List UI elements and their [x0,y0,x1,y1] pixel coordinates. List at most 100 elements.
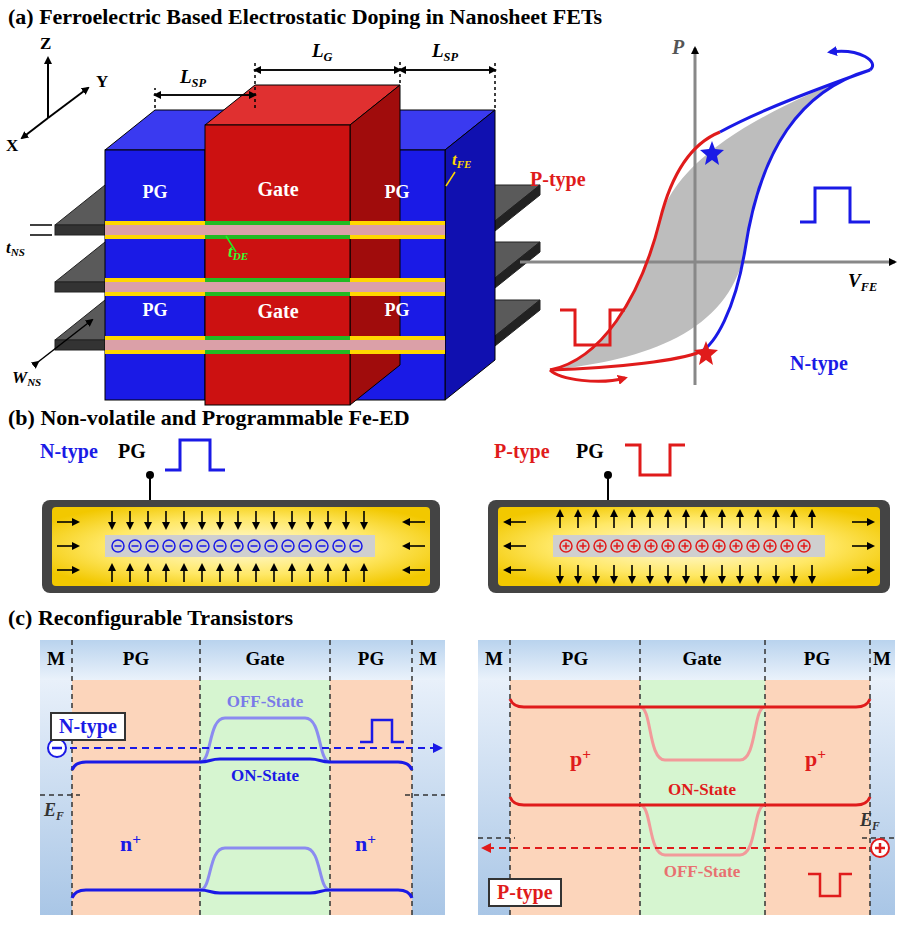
text-label: E [860,810,872,830]
label: LG [312,40,333,64]
label: Z [40,34,51,54]
charge-symbol [662,540,674,552]
charge-symbol [645,540,657,552]
box-text: N-type [59,715,117,737]
polarization-arrow [559,511,561,528]
charge-symbol [701,543,703,550]
polarization-arrow [852,569,873,571]
polarization-arrow [852,521,873,523]
polarization-arrow [309,511,311,528]
polarization-arrow [631,511,633,528]
charge-symbol [628,540,640,552]
text-label: PG [118,440,146,462]
text-label: Gate [257,178,298,200]
charge-symbol [616,543,618,550]
charge-symbol [285,545,292,547]
nanosheet-section [105,225,205,235]
label: tFE [452,150,471,171]
polarization-arrow [255,565,257,582]
text-label: t [228,242,233,261]
label: M [485,648,503,670]
label: PG [385,300,410,321]
text-label: n [355,831,367,856]
charge-symbol [163,540,175,552]
label: P-type [494,440,550,463]
nanosheet [55,340,490,350]
label: WNS [12,368,41,389]
polarization-arrow [273,565,275,582]
label: PG [123,648,149,670]
label: EF [44,800,64,823]
type-box: N-type [50,712,126,741]
dielectric-layer [205,278,350,296]
charge-symbol [183,545,190,547]
label: (a) Ferroelectric Based Electrostatic Do… [8,4,602,29]
nanosheet [490,300,540,350]
text-label: P-type [530,168,586,190]
text-label: L [180,66,192,87]
charge-symbol [149,545,156,547]
superscript: + [132,830,141,847]
superscript: + [582,745,591,762]
polarization-arrow [183,511,185,528]
charge-symbol [599,543,601,550]
nanosheet-section [105,282,205,292]
polarization-arrow [775,565,777,582]
type-box: P-type [488,878,562,907]
text-label: PG [385,300,410,320]
charge-symbol [282,540,294,552]
polarization-arrow [404,545,425,547]
subscript: SP [192,76,206,90]
label: tDE [228,242,248,263]
text-label: PG [143,300,168,320]
charge-symbol [718,543,720,550]
text-label: Z [40,34,51,53]
label: PG [143,300,168,321]
charge-symbol [146,540,158,552]
text-label: P [672,36,684,58]
polarization-arrow [111,565,113,582]
charge-symbol [764,540,776,552]
polarization-arrow [345,511,347,528]
polarization-arrow [309,565,311,582]
label: LSP [432,40,458,64]
charge-symbol [577,540,589,552]
polarization-arrow [721,511,723,528]
text-label: Gate [682,648,721,669]
polarization-arrow [793,511,795,528]
polarization-arrow [363,511,365,528]
superscript: + [817,745,826,762]
superscript: + [367,830,376,847]
charge-symbol [803,543,805,550]
text-label: Gate [245,648,284,669]
label: Gate [245,648,284,670]
label: PG [804,648,830,670]
charge-symbol [302,545,309,547]
polarization-arrow [255,511,257,528]
label: P [672,36,684,59]
polarization-arrow [852,545,873,547]
label: Gate [257,178,298,201]
charge-symbol [735,543,737,550]
label: OFF-State [227,692,303,712]
polarization-arrow [183,565,185,582]
charge-symbol [611,540,623,552]
charge-symbol [696,540,708,552]
label: ON-State [668,780,736,800]
text-label: p [805,746,817,771]
charge-symbol [747,540,759,552]
label: VFE [848,270,877,294]
polarization-arrow [757,565,759,582]
charge-symbol [333,540,345,552]
charge-symbol [234,545,241,547]
polarization-arrow [667,511,669,528]
charge-symbol [166,545,173,547]
charge-symbol [769,543,771,550]
label: X [6,136,18,156]
subscript: NS [11,246,25,258]
charge-symbol [316,540,328,552]
charge-symbol [781,540,793,552]
polarization-arrow [291,565,293,582]
label: PG [143,182,168,203]
